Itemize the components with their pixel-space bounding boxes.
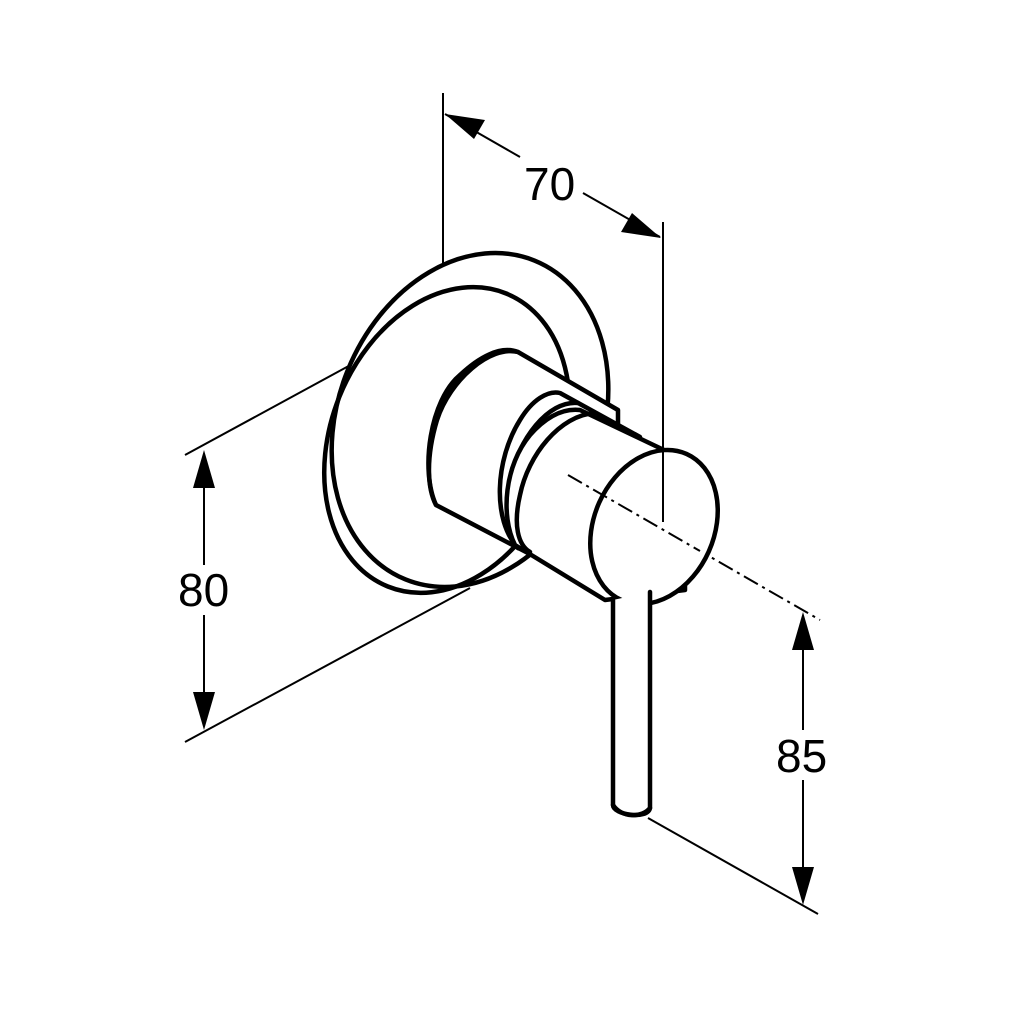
arrowhead (193, 450, 215, 488)
arrowhead (792, 612, 814, 650)
arrowhead (193, 692, 215, 730)
dimension-70-label: 70 (524, 158, 575, 210)
dimension-80-label: 80 (178, 564, 229, 616)
valve-body (321, 250, 720, 818)
arrowhead (792, 867, 814, 905)
center-axis-front (567, 474, 701, 552)
dimension-70: 70 (444, 113, 661, 238)
lever-handle (610, 589, 653, 818)
dimension-80: 80 (178, 450, 229, 730)
dimension-85: 85 (776, 612, 827, 905)
dimension-85-label: 85 (776, 730, 827, 782)
arrowhead (621, 213, 661, 238)
arrowhead (445, 114, 485, 139)
